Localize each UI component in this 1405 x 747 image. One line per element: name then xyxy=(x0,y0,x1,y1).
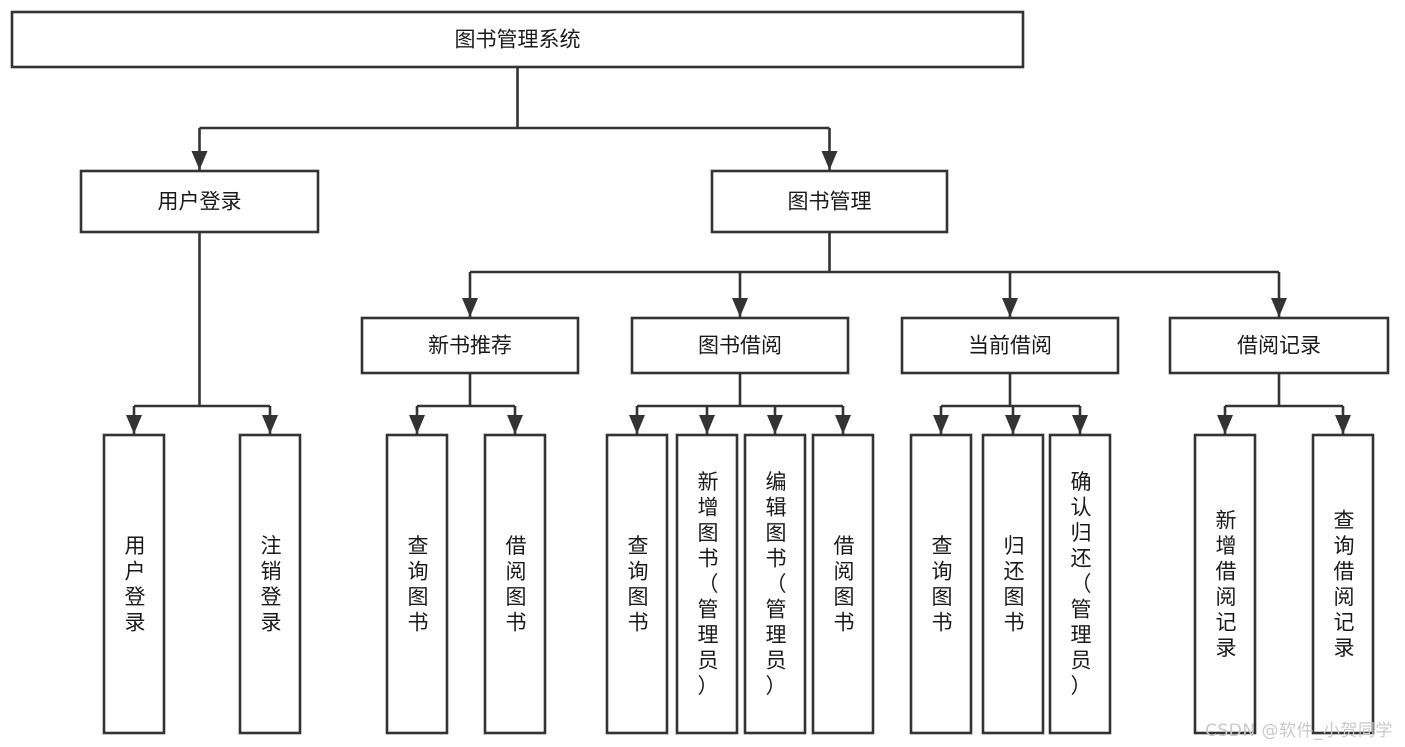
node-leaf-borrow-book[interactable]: 借阅图书 xyxy=(811,433,875,735)
node-box-leaf-add-borrow-record[interactable] xyxy=(1193,433,1257,735)
node-label-leaf-query-book-current: 查询图书 xyxy=(932,534,953,635)
node-leaf-user-logout[interactable]: 注销登录 xyxy=(238,433,302,735)
node-label-leaf-borrow-book: 借阅图书 xyxy=(834,534,855,635)
node-box-current-borrow[interactable] xyxy=(900,316,1120,375)
node-box-leaf-confirm-return-admin[interactable] xyxy=(1048,433,1112,735)
arrow-head-icon xyxy=(1002,298,1018,317)
node-box-book-borrow[interactable] xyxy=(630,316,850,375)
arrow-head-icon xyxy=(507,415,523,434)
node-book-borrow[interactable]: 图书借阅 xyxy=(630,316,850,375)
node-leaf-query-borrow-record[interactable]: 查询借阅记录 xyxy=(1311,433,1375,735)
arrow-head-icon xyxy=(933,415,949,434)
node-box-leaf-query-book-borrow[interactable] xyxy=(605,433,669,735)
node-label-leaf-query-borrow-record: 查询借阅记录 xyxy=(1334,508,1355,660)
node-box-leaf-borrow-book[interactable] xyxy=(811,433,875,735)
arrow-head-icon xyxy=(409,415,425,434)
node-root[interactable]: 图书管理系统 xyxy=(10,10,1025,69)
node-leaf-borrow-book-recommend[interactable]: 借阅图书 xyxy=(483,433,547,735)
node-new-book-recommend[interactable]: 新书推荐 xyxy=(360,316,580,375)
node-borrow-record[interactable]: 借阅记录 xyxy=(1168,316,1390,375)
arrow-head-icon xyxy=(1271,298,1287,317)
node-box-new-book-recommend[interactable] xyxy=(360,316,580,375)
node-leaf-query-book-borrow[interactable]: 查询图书 xyxy=(605,433,669,735)
node-current-borrow[interactable]: 当前借阅 xyxy=(900,316,1120,375)
node-book-manage[interactable]: 图书管理 xyxy=(710,169,949,234)
arrow-head-icon xyxy=(1072,415,1088,434)
arrow-head-icon xyxy=(835,415,851,434)
node-leaf-return-book[interactable]: 归还图书 xyxy=(981,433,1045,735)
node-leaf-edit-book-admin[interactable]: 编辑图书（管理员） xyxy=(743,433,807,735)
node-box-leaf-edit-book-admin[interactable] xyxy=(743,433,807,735)
csdn-watermark: CSDN @软件_小贺同学 xyxy=(1205,721,1393,741)
node-box-leaf-query-borrow-record[interactable] xyxy=(1311,433,1375,735)
arrow-head-icon xyxy=(1335,415,1351,434)
node-label-leaf-confirm-return-admin: 确认归还（管理员） xyxy=(1071,470,1092,698)
node-leaf-add-borrow-record[interactable]: 新增借阅记录 xyxy=(1193,433,1257,735)
node-box-leaf-return-book[interactable] xyxy=(981,433,1045,735)
node-label-leaf-add-borrow-record: 新增借阅记录 xyxy=(1216,508,1237,660)
arrow-head-icon xyxy=(126,415,142,434)
node-leaf-add-book-admin[interactable]: 新增图书（管理员） xyxy=(675,433,739,735)
node-box-user-login[interactable] xyxy=(79,169,320,234)
node-label-root: 图书管理系统 xyxy=(455,28,581,52)
node-leaf-user-login[interactable]: 用户登录 xyxy=(102,433,166,735)
arrow-head-icon xyxy=(1005,415,1021,434)
arrow-head-icon xyxy=(1217,415,1233,434)
node-label-leaf-borrow-book-recommend: 借阅图书 xyxy=(506,534,527,635)
node-user-login[interactable]: 用户登录 xyxy=(79,169,320,234)
arrow-head-icon xyxy=(699,415,715,434)
node-box-leaf-borrow-book-recommend[interactable] xyxy=(483,433,547,735)
node-label-leaf-query-book-recommend: 查询图书 xyxy=(408,534,429,635)
node-label-leaf-query-book-borrow: 查询图书 xyxy=(628,534,649,635)
node-label-leaf-edit-book-admin: 编辑图书（管理员） xyxy=(766,470,787,698)
arrow-head-icon xyxy=(262,415,278,434)
node-label-book-manage: 图书管理 xyxy=(788,190,872,214)
node-label-current-borrow: 当前借阅 xyxy=(968,334,1052,358)
arrow-head-icon xyxy=(821,151,838,170)
arrow-head-icon xyxy=(629,415,645,434)
connector-layer xyxy=(126,67,1351,434)
arrow-head-icon xyxy=(191,151,208,170)
arrow-head-icon xyxy=(732,298,748,317)
node-box-root[interactable] xyxy=(10,10,1025,69)
node-box-leaf-query-book-recommend[interactable] xyxy=(385,433,449,735)
node-label-leaf-user-login: 用户登录 xyxy=(125,534,146,635)
node-label-borrow-record: 借阅记录 xyxy=(1237,334,1321,358)
node-label-book-borrow: 图书借阅 xyxy=(698,334,782,358)
node-label-leaf-return-book: 归还图书 xyxy=(1004,534,1025,635)
arrow-head-icon xyxy=(462,298,478,317)
node-label-leaf-add-book-admin: 新增图书（管理员） xyxy=(698,470,719,698)
node-label-leaf-user-logout: 注销登录 xyxy=(261,534,282,635)
node-box-leaf-add-book-admin[interactable] xyxy=(675,433,739,735)
node-label-user-login: 用户登录 xyxy=(158,190,242,214)
node-box-leaf-user-logout[interactable] xyxy=(238,433,302,735)
node-box-leaf-user-login[interactable] xyxy=(102,433,166,735)
node-leaf-confirm-return-admin[interactable]: 确认归还（管理员） xyxy=(1048,433,1112,735)
node-leaf-query-book-recommend[interactable]: 查询图书 xyxy=(385,433,449,735)
node-leaf-query-book-current[interactable]: 查询图书 xyxy=(909,433,973,735)
node-box-book-manage[interactable] xyxy=(710,169,949,234)
node-box-leaf-query-book-current[interactable] xyxy=(909,433,973,735)
node-box-borrow-record[interactable] xyxy=(1168,316,1390,375)
arrow-head-icon xyxy=(767,415,783,434)
node-layer: 图书管理系统用户登录图书管理新书推荐图书借阅当前借阅借阅记录用户登录注销登录查询… xyxy=(10,10,1390,735)
node-label-new-book-recommend: 新书推荐 xyxy=(428,334,512,358)
